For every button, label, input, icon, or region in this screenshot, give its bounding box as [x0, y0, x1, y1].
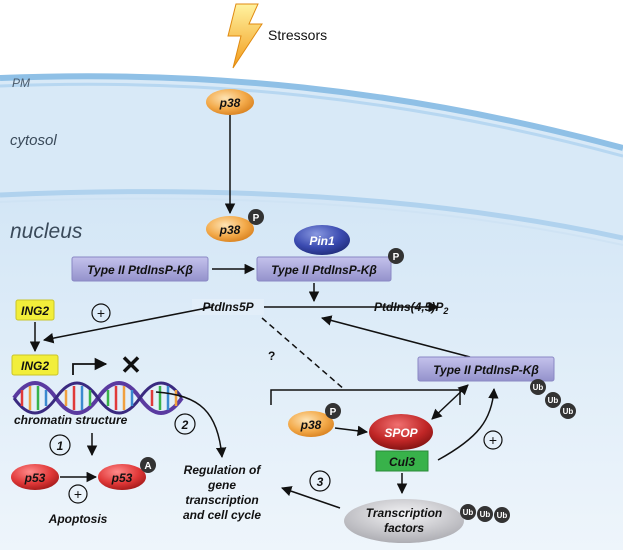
- kinase-left-label: Type II PtdInsP-Kβ: [87, 263, 193, 277]
- apoptosis-label: Apoptosis: [48, 512, 108, 526]
- ptdins45p2-label: PtdIns(4,5)P2: [374, 300, 448, 316]
- svg-text:Ub: Ub: [463, 508, 474, 517]
- svg-text:transcription: transcription: [185, 493, 258, 507]
- tf-to-regulation-arrow: [281, 486, 341, 509]
- svg-text:Ub: Ub: [533, 383, 544, 392]
- phospho-badge: [325, 403, 341, 419]
- plus-sign: [68, 484, 88, 504]
- spop-ellipse: [369, 414, 433, 450]
- ubiquitin-chain-tf: Ub Ub Ub: [460, 504, 510, 523]
- p38-nuclear-label: p38: [219, 223, 241, 237]
- cytosol-label: cytosol: [10, 132, 57, 149]
- p38-spop-label: p38: [300, 418, 322, 432]
- svg-text:+: +: [97, 305, 105, 321]
- kinase-box-phospho: [256, 256, 392, 282]
- ub-badge: [460, 504, 476, 520]
- ing2-box-bound: [11, 354, 59, 376]
- p53-ellipse: [11, 464, 59, 490]
- block-cross-icon: ✕: [120, 350, 142, 380]
- tf-label-line2: factors: [384, 521, 424, 535]
- chromatin-label: chromatin structure: [14, 413, 128, 427]
- svg-text:2: 2: [181, 418, 189, 432]
- plus-sign: [91, 303, 111, 323]
- lightning-bolt-icon: [227, 3, 263, 69]
- phospho-badge-label: P: [253, 213, 260, 224]
- p53-acetylated-ellipse: [98, 464, 146, 490]
- svg-text:gene: gene: [207, 478, 236, 492]
- dna-helix-icon: [12, 381, 184, 415]
- pathway-number-1: [49, 434, 71, 456]
- question-mark: ?: [268, 349, 275, 363]
- svg-text:1: 1: [57, 439, 64, 453]
- ing2-box-top: [15, 299, 55, 321]
- svg-text:+: +: [489, 432, 497, 448]
- svg-text:A: A: [144, 461, 151, 472]
- ub-kinase-inhibition-arrow: [320, 315, 471, 358]
- ptdins5p-to-ing2-arrow: [42, 306, 213, 344]
- phospho-badge: [388, 248, 404, 264]
- cul3-ubiquitination-arrow: [437, 387, 499, 461]
- svg-text:Ub: Ub: [497, 511, 508, 520]
- kinase-box-left: [71, 256, 209, 282]
- svg-text:Ub: Ub: [480, 510, 491, 519]
- kinase-ub-label: Type II PtdInsP-Kβ: [433, 363, 539, 377]
- p38-spop-ellipse: [288, 411, 334, 437]
- ptdins5p-label: PtdIns5P: [202, 300, 254, 314]
- svg-text:Ub: Ub: [563, 407, 574, 416]
- regulation-label: Regulation of gene transcription and cel…: [183, 463, 261, 522]
- transcription-factors-ellipse: [344, 499, 464, 543]
- svg-text:Ub: Ub: [548, 396, 559, 405]
- p38-cytosol-label: p38: [219, 96, 241, 110]
- nucleus-label: nucleus: [10, 220, 83, 243]
- cul3-label: Cul3: [389, 455, 415, 469]
- ub-badge: [494, 507, 510, 523]
- spop-label: SPOP: [384, 426, 418, 440]
- plasma-membrane: [0, 73, 623, 151]
- p38-to-spop-arrow: [334, 425, 369, 437]
- kinase-phospho-label: Type II PtdInsP-Kβ: [271, 263, 377, 277]
- p38-nuclear: [206, 216, 254, 242]
- ing2-bound-label: ING2: [21, 359, 49, 373]
- pin1-label: Pin1: [309, 234, 335, 248]
- blocked-arrow: [72, 357, 108, 375]
- svg-text:3: 3: [317, 475, 324, 489]
- svg-text:+: +: [74, 486, 82, 502]
- stressors-label: Stressors: [268, 27, 327, 43]
- phospho-badge-label: P: [393, 252, 400, 263]
- svg-text:Regulation of: Regulation of: [184, 463, 262, 477]
- phospho-badge: [248, 209, 264, 225]
- plus-sign: [483, 430, 503, 450]
- ubiquitin-chain-kinase: Ub Ub Ub: [530, 379, 576, 419]
- spop-kinase-interaction-arrow: [431, 384, 469, 420]
- pm-label: PM: [12, 76, 30, 90]
- p53-acetylated-label: p53: [111, 471, 133, 485]
- svg-text:P: P: [330, 407, 337, 418]
- p53-label: p53: [24, 471, 46, 485]
- pathway-number-2: [174, 413, 196, 435]
- pathway-number-3: [309, 470, 331, 492]
- p38-cytosol: [206, 89, 254, 115]
- cul3-box: [375, 450, 429, 472]
- ing2-top-label: ING2: [21, 304, 49, 318]
- acetyl-badge: [140, 457, 156, 473]
- ub-badge: [545, 392, 561, 408]
- tf-label-line1: Transcription: [366, 506, 442, 520]
- kinase-box-ub: [417, 356, 555, 382]
- svg-text:and cell cycle: and cell cycle: [183, 508, 261, 522]
- pin1-ellipse: [294, 225, 350, 255]
- chromatin-to-regulation-arrow: [155, 391, 227, 459]
- ub-badge: [530, 379, 546, 395]
- ub-badge: [477, 506, 493, 522]
- dashed-link: [261, 317, 346, 391]
- nuclear-membrane: [0, 189, 623, 241]
- ub-badge: [560, 403, 576, 419]
